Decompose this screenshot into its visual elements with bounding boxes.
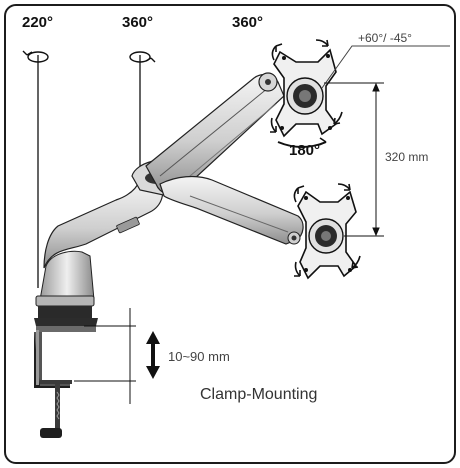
diagram-frame [4, 4, 456, 464]
base-rotation-icon [22, 50, 49, 63]
height-dimension [324, 82, 384, 237]
height-adjust-label: 320 mm [385, 150, 429, 164]
top-head-joint [258, 72, 278, 92]
upper-arm-bottom [159, 175, 304, 245]
tilt-label: +60°/ -45° [358, 31, 412, 45]
upper-arm-top [145, 73, 285, 196]
bottom-plate-rotation-arrows [293, 183, 361, 277]
clamp-dimension [74, 308, 136, 404]
lower-arm [43, 179, 164, 269]
desk-clamp [34, 318, 98, 388]
clamp-screw [40, 384, 62, 438]
clamp-range-label: 10~90 mm [168, 349, 230, 364]
base-pole [35, 250, 95, 318]
clamp-mounting-caption: Clamp-Mounting [200, 386, 318, 403]
arm-rotation-icon [129, 51, 156, 63]
head-rotation-label: 360° [232, 14, 264, 31]
bottom-vesa-plate [297, 190, 358, 280]
arm-rotation-label: 360° [122, 14, 154, 31]
top-vesa-plate [273, 48, 338, 138]
clamp-height-arrow [146, 331, 160, 379]
top-plate-rotation-arrows [270, 39, 343, 148]
portrait-rotation-label: 180° [289, 142, 321, 159]
base-rotation-label: 220° [22, 14, 54, 31]
tilt-callout-line [321, 45, 450, 89]
